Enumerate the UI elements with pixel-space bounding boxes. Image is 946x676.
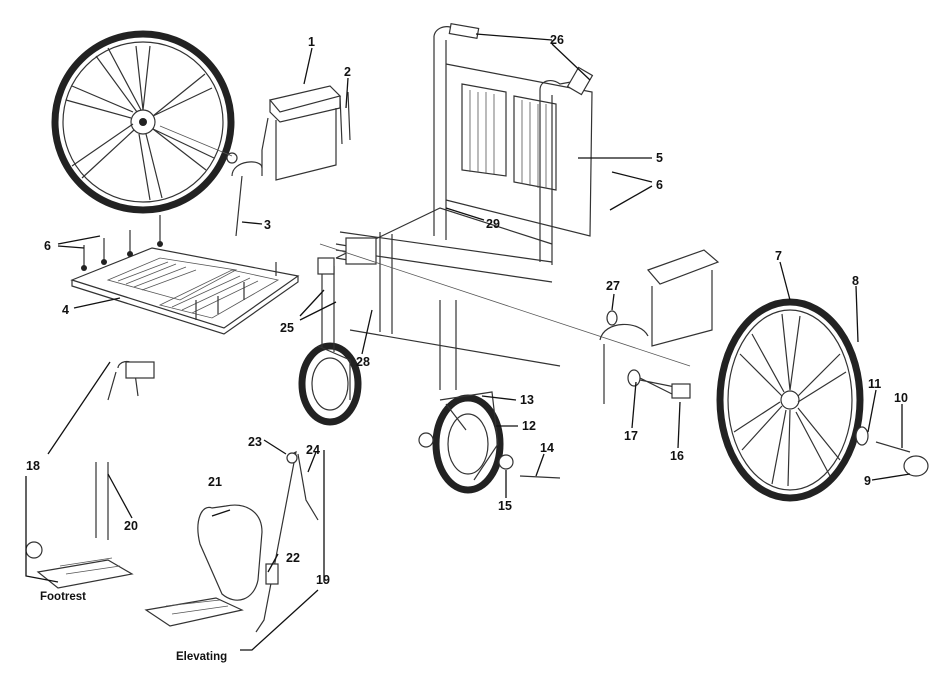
callout-7: 7 <box>775 249 782 263</box>
caption-footrest: Footrest <box>40 591 86 603</box>
callout-10: 10 <box>894 391 908 405</box>
rear-wheel-right <box>716 298 929 502</box>
elevating-legrest <box>144 450 319 633</box>
callout-6-back: 6 <box>656 178 663 192</box>
callout-23: 23 <box>248 435 262 449</box>
callout-21: 21 <box>208 475 222 489</box>
callout-16: 16 <box>670 449 684 463</box>
callout-13: 13 <box>520 393 534 407</box>
armrest-left <box>226 85 351 237</box>
callout-15: 15 <box>498 499 512 513</box>
callout-26: 26 <box>550 33 564 47</box>
callout-11: 11 <box>868 377 881 391</box>
footrest-swingaway <box>25 360 155 589</box>
callout-28: 28 <box>356 355 370 369</box>
callout-6-seat: 6 <box>44 239 51 253</box>
backrest-frame <box>335 22 594 390</box>
callout-18: 18 <box>26 459 40 473</box>
callout-29: 29 <box>486 217 500 231</box>
callout-12: 12 <box>522 419 536 433</box>
callout-14: 14 <box>540 441 554 455</box>
callout-19: 19 <box>316 573 330 587</box>
callout-9: 9 <box>864 474 871 488</box>
callout-22: 22 <box>286 551 300 565</box>
callout-numbers: 1 2 3 4 5 6 6 7 8 9 10 11 12 13 14 15 16… <box>26 33 908 587</box>
rear-wheel-left <box>51 30 235 214</box>
callout-2: 2 <box>344 65 351 79</box>
callout-25: 25 <box>280 321 294 335</box>
callout-5: 5 <box>656 151 663 165</box>
caster-assembly <box>298 257 561 494</box>
callout-3: 3 <box>264 218 271 232</box>
armrest-right <box>599 249 720 404</box>
callout-24: 24 <box>306 443 320 457</box>
callout-27: 27 <box>606 279 620 293</box>
seat-pan <box>70 247 300 335</box>
callout-4: 4 <box>62 303 69 317</box>
callout-17: 17 <box>624 429 638 443</box>
callout-20: 20 <box>124 519 138 533</box>
callout-1: 1 <box>308 35 315 49</box>
leader-lines <box>25 33 911 651</box>
caption-elevating: Elevating <box>176 651 227 663</box>
axle-centerlines <box>159 125 691 367</box>
callout-8: 8 <box>852 274 859 288</box>
brake-assembly <box>627 369 691 399</box>
seat-screws <box>81 215 277 320</box>
